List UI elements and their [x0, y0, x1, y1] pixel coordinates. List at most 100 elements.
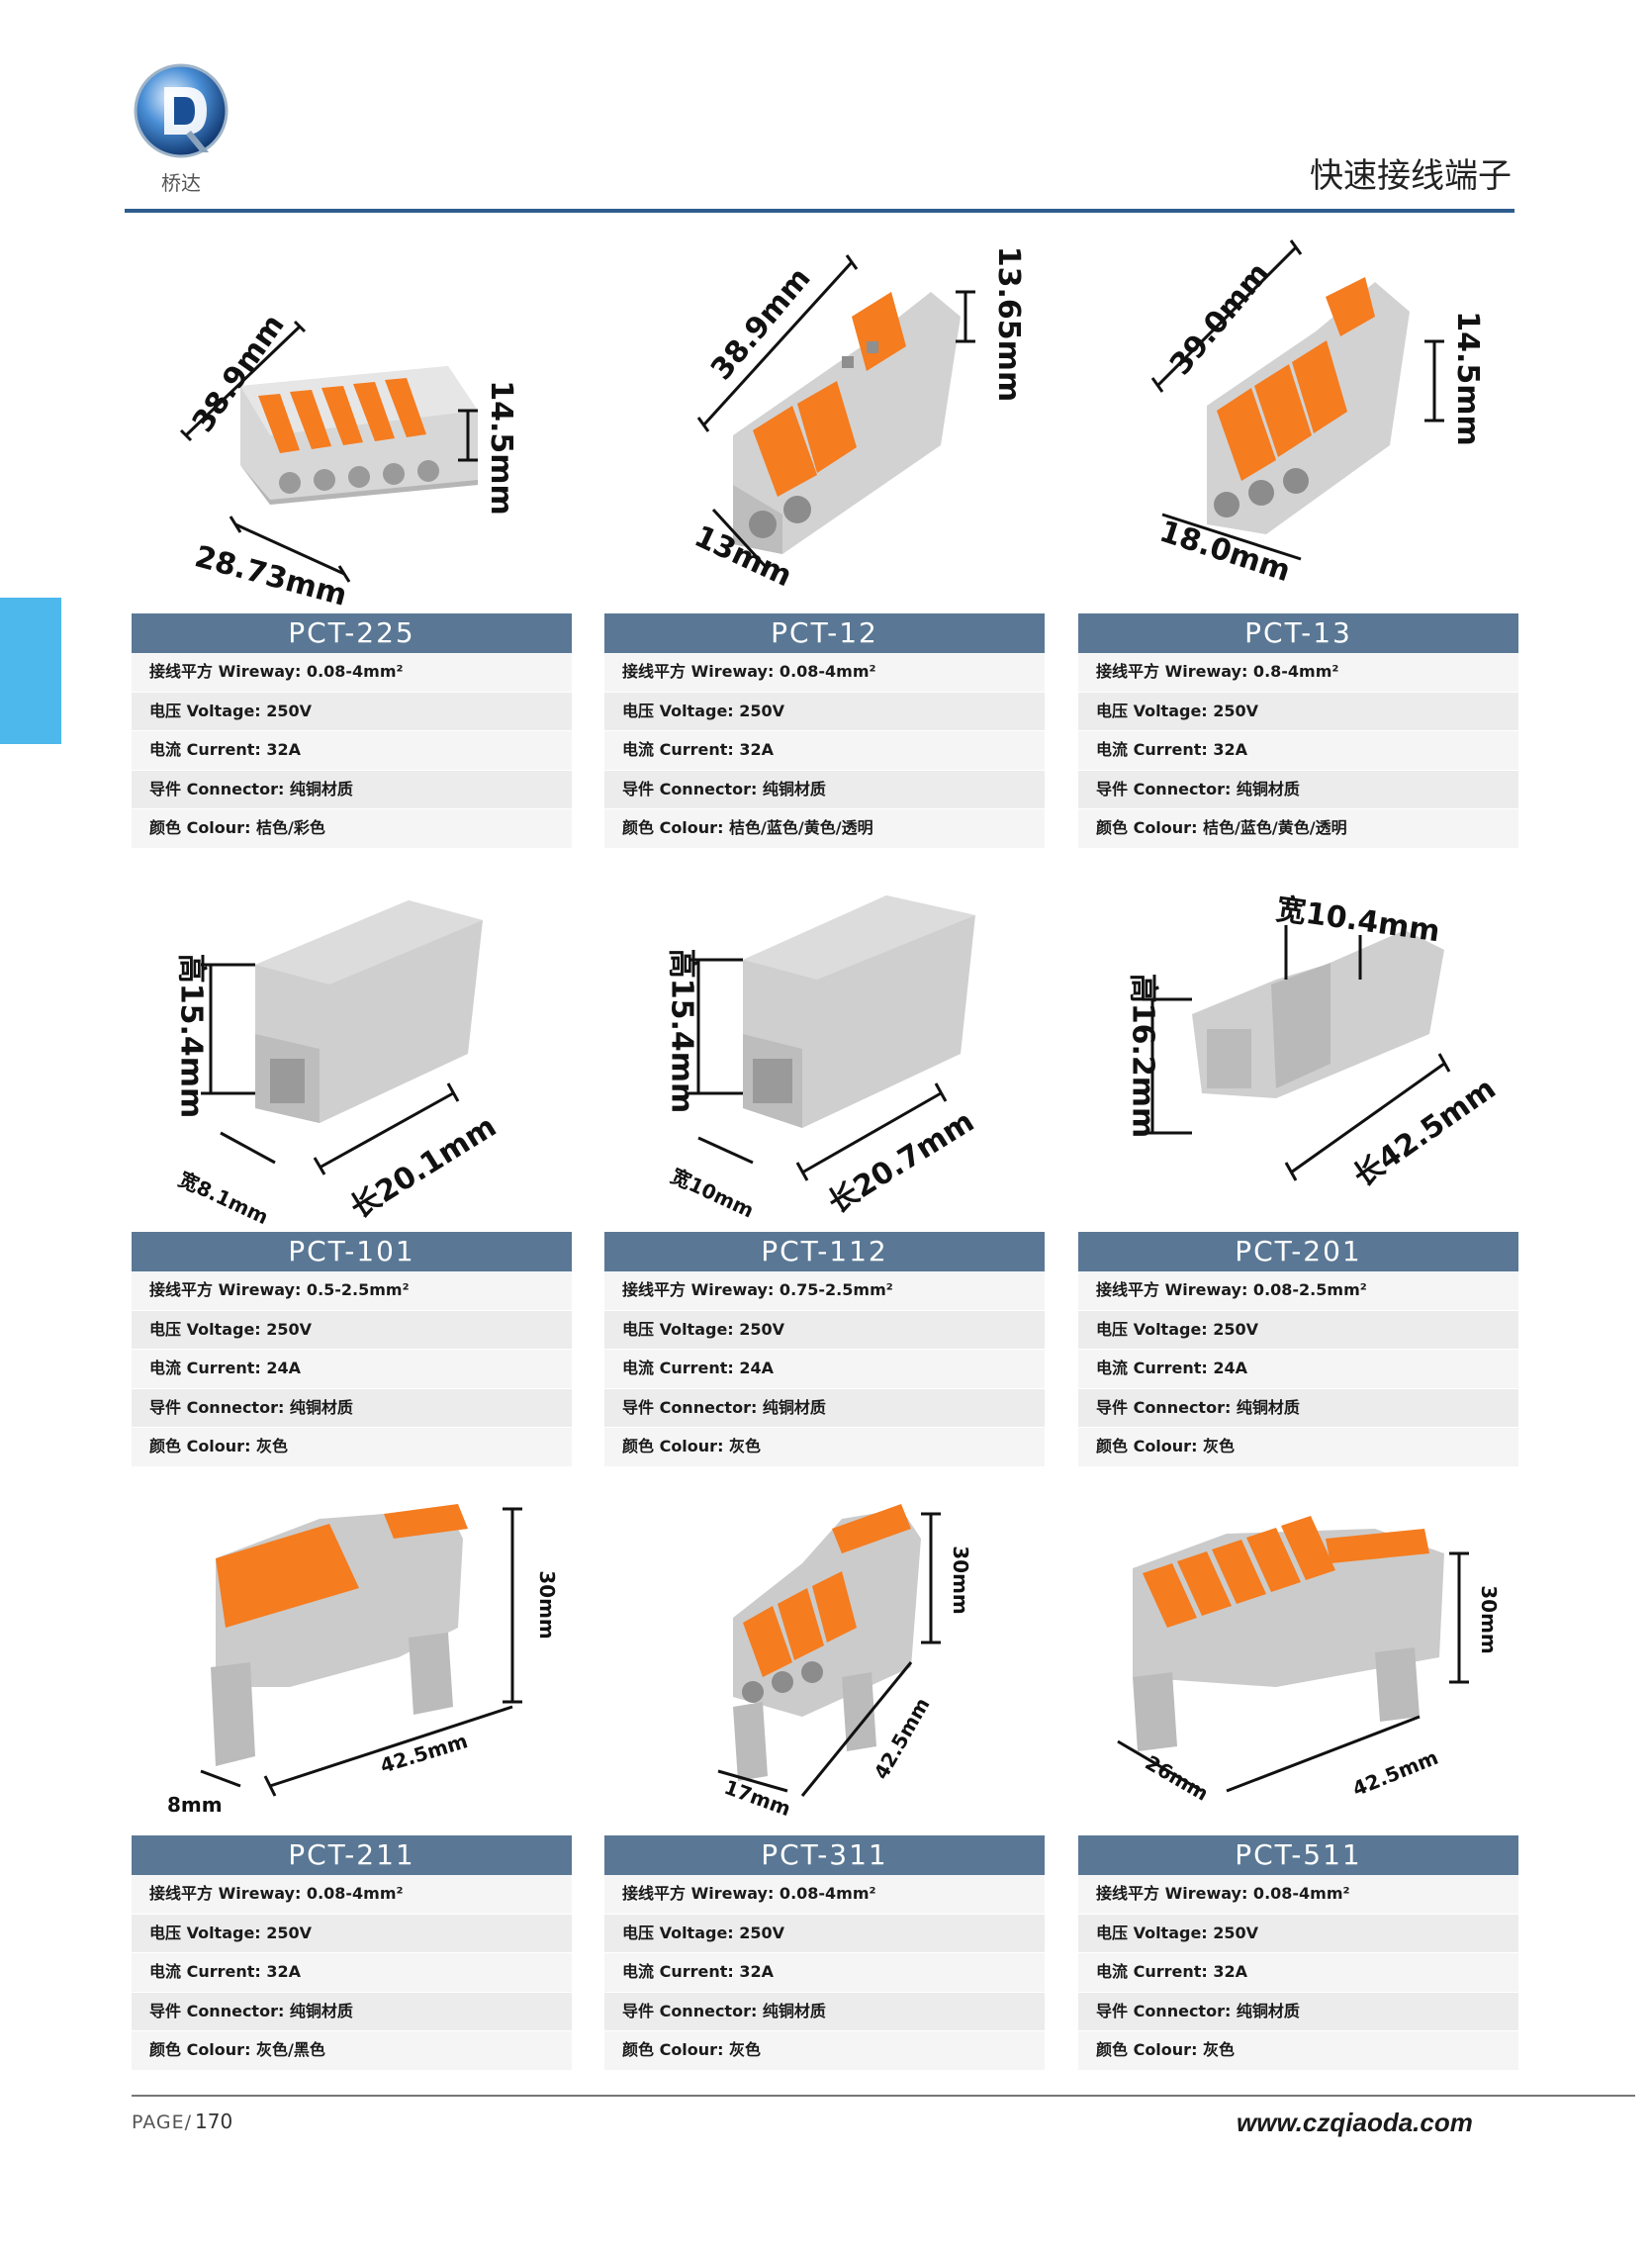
- spec-connector: 导件 Connector: 纯铜材质: [1078, 770, 1518, 809]
- product-card-pct-201: 宽10.4mm 高16.2mm 长42.5mm PCT-201 接线平方 Wir…: [1078, 856, 1518, 1467]
- spec-wireway: 接线平方 Wireway: 0.08-2.5mm²: [1078, 1271, 1518, 1311]
- product-card-pct-225: 38.9mm 14.5mm 28.73mm PCT-225 接线平方 Wirew…: [132, 237, 572, 849]
- product-title: PCT-101: [132, 1232, 572, 1271]
- spec-current: 电流 Current: 32A: [132, 731, 572, 771]
- page-title: 快速接线端子: [1310, 156, 1512, 196]
- website-link[interactable]: www.czqiaoda.com: [1237, 2108, 1473, 2137]
- dimension-label: 14.5mm: [1449, 311, 1485, 446]
- dimension-label: 30mm: [1476, 1585, 1501, 1654]
- spec-connector: 导件 Connector: 纯铜材质: [604, 770, 1045, 809]
- product-card-pct-511: 30mm 42.5mm 26mm PCT-511 接线平方 Wireway: 0…: [1078, 1459, 1518, 2071]
- product-title: PCT-201: [1078, 1232, 1518, 1271]
- product-card-pct-112: 高15.4mm 宽10mm 长20.7mm PCT-112 接线平方 Wirew…: [604, 856, 1045, 1467]
- spec-wireway: 接线平方 Wireway: 0.75-2.5mm²: [604, 1271, 1045, 1311]
- spec-voltage: 电压 Voltage: 250V: [1078, 1310, 1518, 1350]
- side-tab: [0, 598, 61, 744]
- product-image: 30mm 42.5mm 17mm: [604, 1459, 1045, 1835]
- spec-voltage: 电压 Voltage: 250V: [132, 1310, 572, 1350]
- product-image: 39.0mm 14.5mm 18.0mm: [1078, 237, 1518, 613]
- spec-list: 接线平方 Wireway: 0.08-4mm² 电压 Voltage: 250V…: [1078, 1875, 1518, 2071]
- spec-current: 电流 Current: 24A: [1078, 1350, 1518, 1389]
- spec-list: 接线平方 Wireway: 0.08-4mm² 电压 Voltage: 250V…: [604, 653, 1045, 849]
- spec-voltage: 电压 Voltage: 250V: [604, 1914, 1045, 1953]
- spec-voltage: 电压 Voltage: 250V: [1078, 692, 1518, 731]
- product-title: PCT-13: [1078, 613, 1518, 653]
- dimension-label: 30mm: [534, 1570, 559, 1640]
- spec-wireway: 接线平方 Wireway: 0.08-4mm²: [1078, 1875, 1518, 1915]
- product-image: 38.9mm 13.65mm 13mm: [604, 237, 1045, 613]
- dimension-label: 高15.4mm: [664, 948, 699, 1114]
- spec-colour: 颜色 Colour: 桔色/蓝色/黄色/透明: [604, 809, 1045, 849]
- product-image: 38.9mm 14.5mm 28.73mm: [132, 237, 572, 613]
- spec-current: 电流 Current: 24A: [132, 1350, 572, 1389]
- spec-list: 接线平方 Wireway: 0.08-2.5mm² 电压 Voltage: 25…: [1078, 1271, 1518, 1467]
- spec-connector: 导件 Connector: 纯铜材质: [1078, 1388, 1518, 1428]
- product-image: 宽10.4mm 高16.2mm 长42.5mm: [1078, 856, 1518, 1232]
- spec-current: 电流 Current: 32A: [132, 1953, 572, 1993]
- spec-voltage: 电压 Voltage: 250V: [604, 1310, 1045, 1350]
- spec-voltage: 电压 Voltage: 250V: [1078, 1914, 1518, 1953]
- spec-connector: 导件 Connector: 纯铜材质: [132, 770, 572, 809]
- spec-colour: 颜色 Colour: 灰色/黑色: [132, 2031, 572, 2071]
- spec-list: 接线平方 Wireway: 0.08-4mm² 电压 Voltage: 250V…: [604, 1875, 1045, 2071]
- spec-list: 接线平方 Wireway: 0.08-4mm² 电压 Voltage: 250V…: [132, 1875, 572, 2071]
- product-title: PCT-112: [604, 1232, 1045, 1271]
- product-title: PCT-211: [132, 1835, 572, 1875]
- spec-colour: 颜色 Colour: 灰色: [1078, 1428, 1518, 1467]
- product-image: 30mm 42.5mm 8mm: [132, 1459, 572, 1835]
- product-title: PCT-511: [1078, 1835, 1518, 1875]
- product-title: PCT-12: [604, 613, 1045, 653]
- spec-list: 接线平方 Wireway: 0.75-2.5mm² 电压 Voltage: 25…: [604, 1271, 1045, 1467]
- header-divider: [125, 209, 1514, 213]
- spec-current: 电流 Current: 32A: [604, 731, 1045, 771]
- page-number: 170: [195, 2110, 233, 2133]
- spec-wireway: 接线平方 Wireway: 0.08-4mm²: [604, 1875, 1045, 1915]
- spec-voltage: 电压 Voltage: 250V: [604, 692, 1045, 731]
- spec-colour: 颜色 Colour: 桔色/彩色: [132, 809, 572, 849]
- spec-wireway: 接线平方 Wireway: 0.8-4mm²: [1078, 653, 1518, 693]
- spec-connector: 导件 Connector: 纯铜材质: [132, 1992, 572, 2031]
- spec-colour: 颜色 Colour: 桔色/蓝色/黄色/透明: [1078, 809, 1518, 849]
- product-card-pct-13: 39.0mm 14.5mm 18.0mm PCT-13 接线平方 Wireway…: [1078, 237, 1518, 849]
- spec-list: 接线平方 Wireway: 0.5-2.5mm² 电压 Voltage: 250…: [132, 1271, 572, 1467]
- spec-wireway: 接线平方 Wireway: 0.08-4mm²: [604, 653, 1045, 693]
- spec-wireway: 接线平方 Wireway: 0.08-4mm²: [132, 1875, 572, 1915]
- spec-connector: 导件 Connector: 纯铜材质: [604, 1388, 1045, 1428]
- spec-colour: 颜色 Colour: 灰色: [604, 1428, 1045, 1467]
- spec-colour: 颜色 Colour: 灰色: [604, 2031, 1045, 2071]
- product-card-pct-211: 30mm 42.5mm 8mm PCT-211 接线平方 Wireway: 0.…: [132, 1459, 572, 2071]
- spec-list: 接线平方 Wireway: 0.8-4mm² 电压 Voltage: 250V …: [1078, 653, 1518, 849]
- product-image: 30mm 42.5mm 26mm: [1078, 1459, 1518, 1835]
- footer-divider: [132, 2095, 1635, 2097]
- dimension-label: 13.65mm: [991, 245, 1027, 403]
- spec-current: 电流 Current: 24A: [604, 1350, 1045, 1389]
- spec-current: 电流 Current: 32A: [1078, 731, 1518, 771]
- product-title: PCT-311: [604, 1835, 1045, 1875]
- spec-current: 电流 Current: 32A: [604, 1953, 1045, 1993]
- product-card-pct-12: 38.9mm 13.65mm 13mm PCT-12 接线平方 Wireway:…: [604, 237, 1045, 849]
- product-image: 高15.4mm 宽10mm 长20.7mm: [604, 856, 1045, 1232]
- product-card-pct-101: 高15.4mm 宽8.1mm 长20.1mm PCT-101 接线平方 Wire…: [132, 856, 572, 1467]
- spec-current: 电流 Current: 32A: [1078, 1953, 1518, 1993]
- dimension-label: 高15.4mm: [173, 953, 209, 1119]
- spec-voltage: 电压 Voltage: 250V: [132, 692, 572, 731]
- spec-connector: 导件 Connector: 纯铜材质: [604, 1992, 1045, 2031]
- spec-wireway: 接线平方 Wireway: 0.5-2.5mm²: [132, 1271, 572, 1311]
- dimension-label: 30mm: [948, 1546, 972, 1615]
- dimension-label: 8mm: [167, 1793, 223, 1817]
- spec-voltage: 电压 Voltage: 250V: [132, 1914, 572, 1953]
- page-label: PAGE/: [132, 2111, 193, 2133]
- company-logo: 桥达: [132, 61, 230, 200]
- dimension-label: 14.5mm: [483, 380, 518, 516]
- spec-colour: 颜色 Colour: 灰色: [1078, 2031, 1518, 2071]
- product-card-pct-311: 30mm 42.5mm 17mm PCT-311 接线平方 Wireway: 0…: [604, 1459, 1045, 2071]
- spec-connector: 导件 Connector: 纯铜材质: [1078, 1992, 1518, 2031]
- spec-wireway: 接线平方 Wireway: 0.08-4mm²: [132, 653, 572, 693]
- spec-list: 接线平方 Wireway: 0.08-4mm² 电压 Voltage: 250V…: [132, 653, 572, 849]
- dimension-label: 高16.2mm: [1125, 973, 1160, 1139]
- spec-connector: 导件 Connector: 纯铜材质: [132, 1388, 572, 1428]
- product-title: PCT-225: [132, 613, 572, 653]
- logo-caption: 桥达: [161, 171, 201, 195]
- product-image: 高15.4mm 宽8.1mm 长20.1mm: [132, 856, 572, 1232]
- spec-colour: 颜色 Colour: 灰色: [132, 1428, 572, 1467]
